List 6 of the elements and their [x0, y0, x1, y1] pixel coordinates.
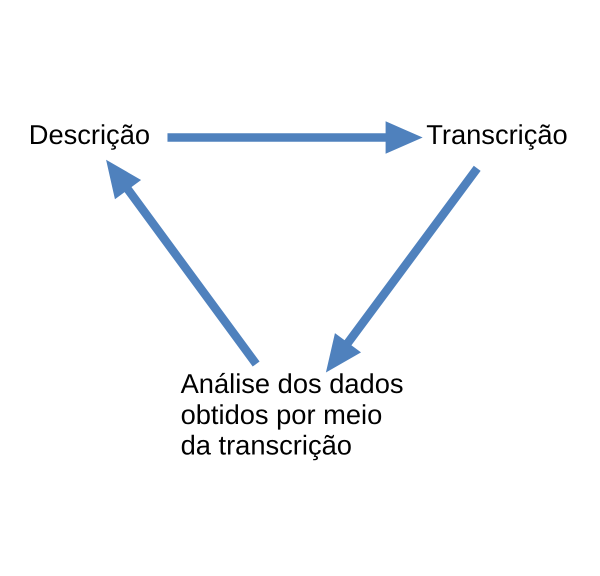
arrow [167, 120, 423, 154]
node-text: Análise dos dados obtidos por meio da transcrição [180, 368, 404, 460]
arrow [106, 159, 260, 366]
arrow [326, 165, 481, 372]
node-text: Descrição [28, 118, 150, 150]
node-text: Transcrição [426, 118, 568, 150]
